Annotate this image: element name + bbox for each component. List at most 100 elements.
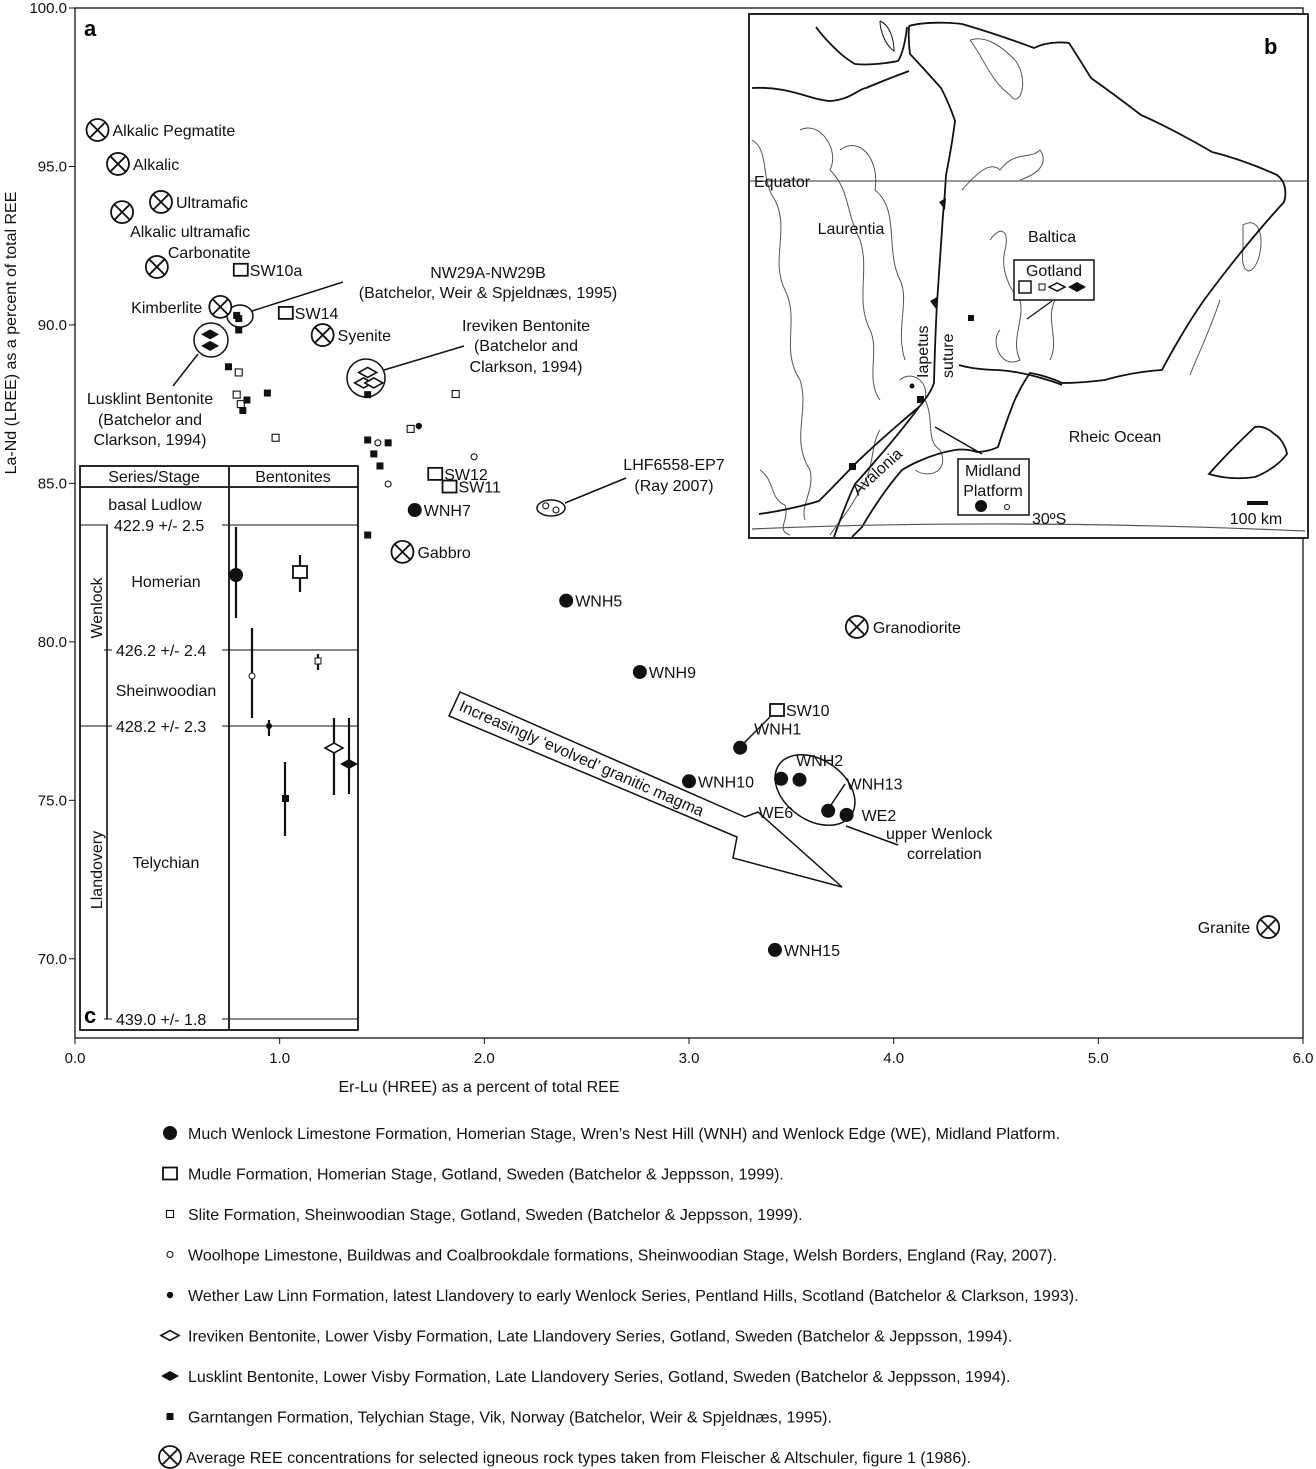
legend-marker-open-diamond <box>159 1329 181 1342</box>
data-point-crossed-circle <box>85 118 110 142</box>
point-label: Carbonatite <box>168 245 251 262</box>
data-point-small-open-square <box>236 400 245 409</box>
data-point-small-open-circle <box>552 506 560 514</box>
latitude-30s <box>751 523 1306 532</box>
data-point-small-filled-square <box>364 436 372 444</box>
data-point-small-open-square <box>232 390 241 399</box>
point-label: Alkalic ultramafic <box>130 224 250 241</box>
data-point-small-open-square <box>406 424 415 433</box>
upper-wenlock-label-2: correlation <box>907 846 982 863</box>
data-point-filled-circle <box>682 774 696 789</box>
point-label: WNH7 <box>424 503 471 520</box>
legend-marker-small-filled-circle <box>166 1291 174 1299</box>
data-point-filled-circle <box>632 664 647 679</box>
nw29-label: NW29A-NW29B <box>430 265 546 282</box>
data-point-filled-circle <box>839 807 854 822</box>
legend-label: Wether Law Linn Formation, latest Llando… <box>188 1288 1079 1305</box>
point-label: WNH15 <box>784 943 840 960</box>
data-point-open-square <box>232 262 249 277</box>
legend: Much Wenlock Limestone Formation, Homeri… <box>158 1126 1079 1469</box>
point-label: WNH9 <box>649 665 696 682</box>
panel-label-b: b <box>1264 34 1277 59</box>
data-point-small-filled-square <box>364 391 372 399</box>
legend-item: Slite Formation, Sheinwoodian Stage, Got… <box>165 1207 803 1224</box>
point-label: Kimberlite <box>131 300 202 317</box>
point-label: WNH5 <box>575 594 622 611</box>
data-point-crossed-circle <box>208 294 233 319</box>
age-439: 439.0 +/- 1.8 <box>116 1012 206 1029</box>
stage-sheinwoodian: Sheinwoodian <box>116 683 217 700</box>
y-tick-label: 80.0 <box>38 634 67 651</box>
data-point-crossed-circle <box>106 152 130 176</box>
upper-wenlock-leader <box>845 825 899 846</box>
series-llandovery: Llandovery <box>89 831 106 909</box>
data-point-small-filled-circle <box>415 422 423 430</box>
point-label: Gabbro <box>417 545 470 562</box>
stage-basal-ludlow: basal Ludlow <box>108 497 202 514</box>
data-point-small-open-circle <box>374 439 382 447</box>
y-axis-label: La-Nd (LREE) as a percent of total REE <box>3 192 20 475</box>
nw29-leader <box>251 281 344 312</box>
data-point-small-filled-square <box>235 326 243 334</box>
x-tick-label: 1.0 <box>269 1050 290 1067</box>
data-point-crossed-circle <box>1256 915 1281 939</box>
point-label: WE6 <box>759 805 794 822</box>
data-point-small-filled-square <box>376 462 384 470</box>
data-point-filled-circle <box>821 803 836 818</box>
point-label: WNH10 <box>698 774 754 791</box>
upper-wenlock-label: upper Wenlock <box>886 826 993 843</box>
suture-markers <box>849 198 974 470</box>
data-point-open-diamond <box>357 366 379 379</box>
midland-box <box>957 458 1030 516</box>
data-point-small-filled-square <box>243 396 251 404</box>
point-label: WNH2 <box>796 753 843 770</box>
data-point-crossed-circle <box>144 255 169 279</box>
nw29-citation: (Batchelor, Weir & Spjeldnæs, 1995) <box>359 285 618 302</box>
inset-c: Series/Stage Bentonites basal Ludlow Hom… <box>79 465 359 1031</box>
data-point-small-open-square <box>451 389 460 399</box>
data-point-small-filled-square <box>239 406 247 414</box>
point-label: SW14 <box>295 306 339 323</box>
data-point-small-filled-square <box>370 450 378 458</box>
data-point-filled-diamond <box>201 329 220 340</box>
data-point-small-filled-square <box>225 363 232 371</box>
legend-marker-small-filled-square <box>166 1413 174 1420</box>
lusklint-label: Lusklint Bentonite <box>87 391 213 408</box>
point-label: WE2 <box>862 808 897 825</box>
data-point-crossed-circle <box>110 200 134 224</box>
lusklint-leader <box>172 353 199 387</box>
data-point-crossed-circle <box>844 615 869 639</box>
y-tick-label: 100.0 <box>29 0 67 17</box>
lhf-leader <box>564 477 627 504</box>
data-point-small-filled-square <box>235 315 243 323</box>
stage-telychian: Telychian <box>133 855 200 872</box>
gotland-label: Gotland <box>1026 263 1082 280</box>
ireviken-citation-2: Clarkson, 1994) <box>470 359 583 376</box>
coastlines <box>751 38 1262 536</box>
bentonite-age-bars <box>229 527 358 836</box>
legend-marker-small-open-square <box>165 1209 175 1219</box>
lhf-ellipse <box>536 499 566 517</box>
wnh1-leader <box>741 716 771 746</box>
lhf-label: LHF6558-EP7 <box>623 457 724 474</box>
data-point-open-square <box>769 703 785 717</box>
legend-marker-open-square <box>162 1166 178 1181</box>
data-point-small-open-circle <box>384 480 392 488</box>
panel-label-a: a <box>84 16 97 41</box>
data-point-open-square <box>277 305 294 320</box>
data-point-small-open-square <box>271 433 280 442</box>
data-point-filled-circle <box>767 942 782 957</box>
inset-header-bentonites: Bentonites <box>255 469 331 486</box>
x-tick-label: 0.0 <box>65 1050 86 1067</box>
stage-homerian: Homerian <box>131 574 200 591</box>
x-tick-label: 6.0 <box>1293 1050 1314 1067</box>
legend-marker-filled-diamond <box>161 1371 179 1381</box>
point-label: Alkalic Pegmatite <box>113 123 236 140</box>
data-point-open-square <box>427 466 444 481</box>
point-label: Alkalic <box>133 157 179 174</box>
y-tick-label: 70.0 <box>38 951 67 968</box>
point-label: Granodiorite <box>873 620 961 637</box>
